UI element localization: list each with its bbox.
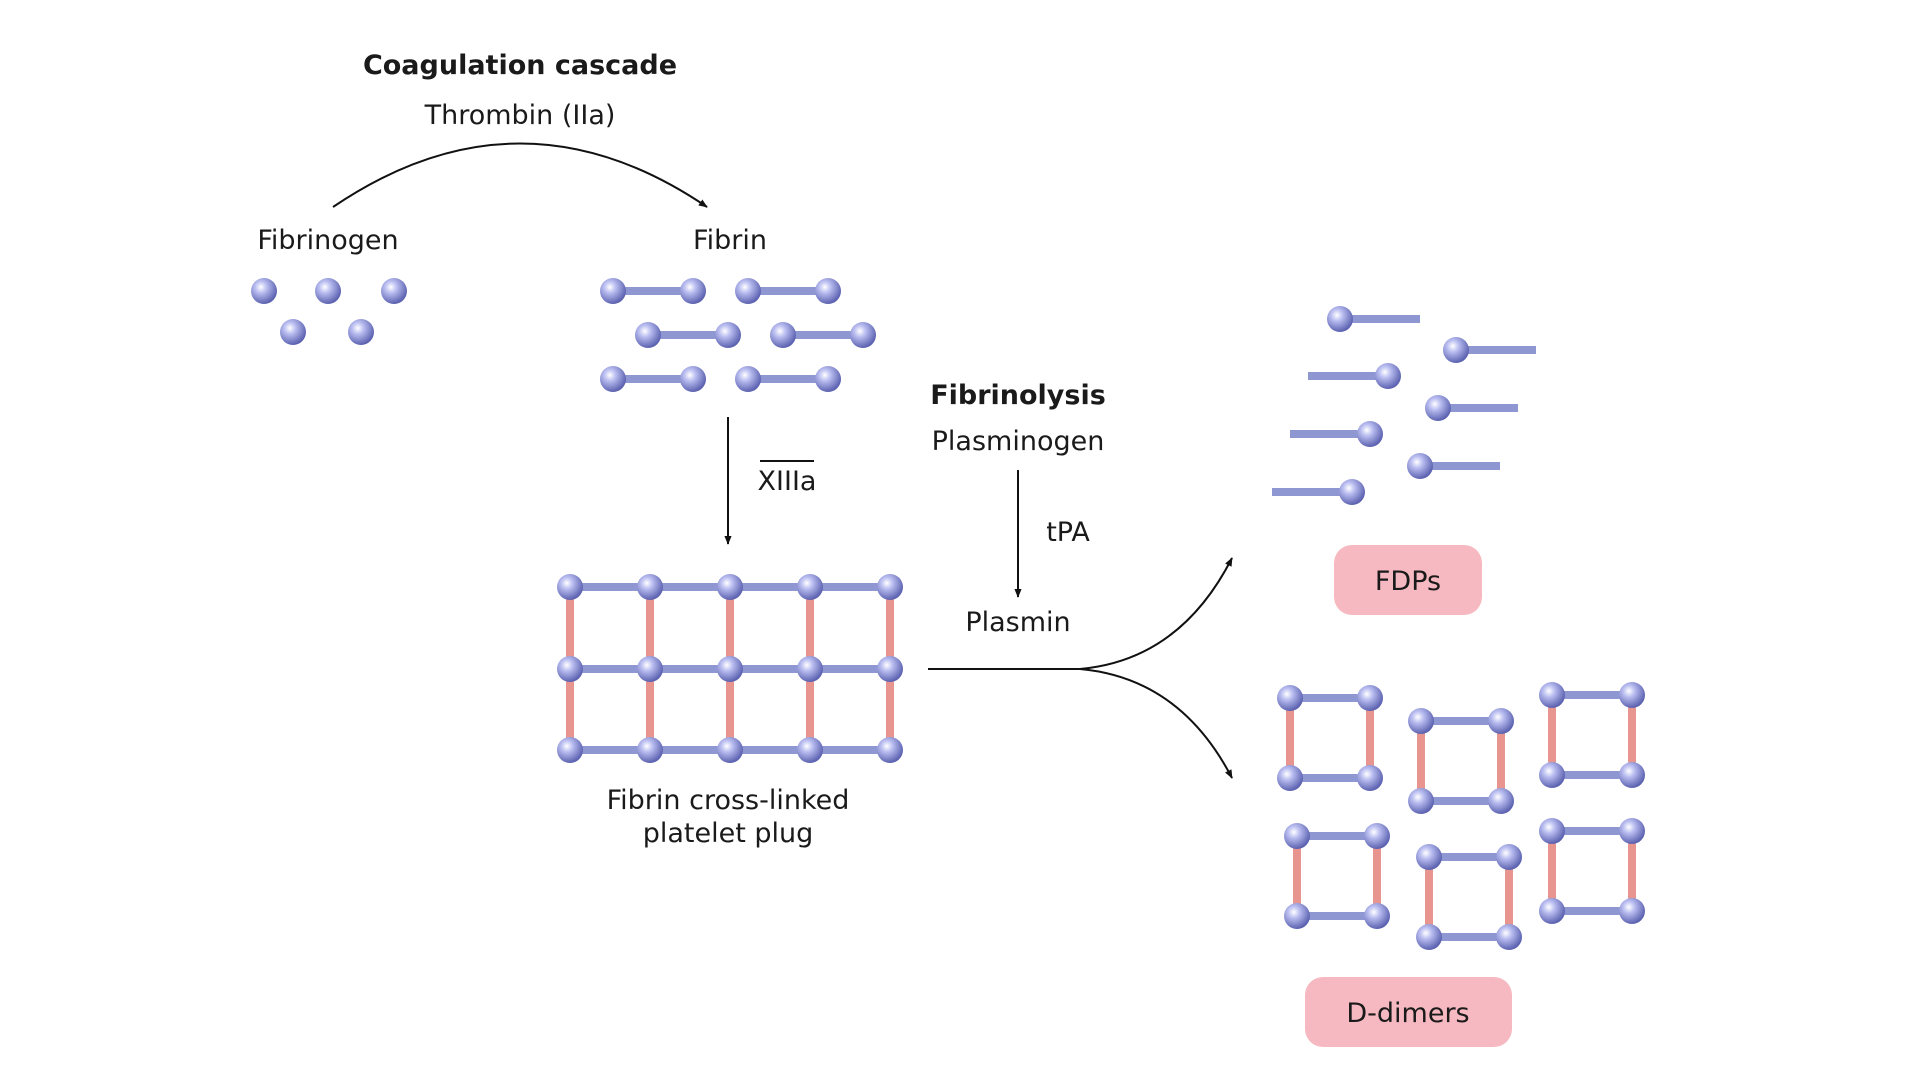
tpa-label: tPA	[1046, 517, 1090, 548]
mesh-node	[557, 737, 583, 763]
fdp-fragment	[1407, 453, 1500, 479]
fibrinogen-label: Fibrinogen	[257, 225, 398, 256]
d-dimer-node	[1277, 685, 1303, 711]
d-dimer-node	[1496, 844, 1522, 870]
mesh-node	[717, 656, 743, 682]
d-dimer	[1539, 682, 1645, 788]
d-dimer-fragments	[1277, 682, 1645, 950]
d-dimer	[1539, 818, 1645, 924]
fibrinogen-node	[381, 278, 407, 304]
fibrinogen-node	[315, 278, 341, 304]
d-dimer-node	[1619, 762, 1645, 788]
mesh-node	[877, 574, 903, 600]
d-dimer-badge	[1305, 977, 1512, 1047]
mesh-node	[797, 737, 823, 763]
d-dimer-node	[1416, 924, 1442, 950]
fibrin-molecules	[600, 278, 876, 392]
d-dimer-node	[1619, 818, 1645, 844]
fibrin-dumbbell	[735, 366, 841, 392]
fdp-fragment	[1327, 306, 1420, 332]
d-dimer-node	[1539, 898, 1565, 924]
mesh-node	[797, 574, 823, 600]
fdp-arrow	[1079, 557, 1233, 670]
fibrin-label: Fibrin	[693, 225, 767, 256]
factor-xiiia-label: XIIIa	[758, 466, 817, 497]
d-dimer-node	[1284, 903, 1310, 929]
mesh-node	[797, 656, 823, 682]
d-dimer	[1408, 708, 1514, 814]
d-dimer	[1416, 844, 1522, 950]
mesh-node	[637, 737, 663, 763]
mesh-node	[877, 656, 903, 682]
d-dimer-node	[1539, 682, 1565, 708]
d-dimer	[1277, 685, 1383, 791]
d-dimer-node	[1488, 788, 1514, 814]
fibrin-dumbbell	[735, 278, 841, 304]
fdp-label: FDPs	[1375, 566, 1441, 597]
fdp-fragment	[1290, 421, 1383, 447]
fdp-fragments	[1272, 306, 1536, 505]
mesh-node	[557, 574, 583, 600]
d-dimer-node	[1284, 823, 1310, 849]
d-dimer-node	[1357, 765, 1383, 791]
fibrinogen-node	[280, 319, 306, 345]
crosslinked-fibrin-mesh	[557, 574, 903, 763]
fibrinogen-molecules	[251, 278, 407, 345]
ddimer-arrow	[1079, 668, 1233, 779]
d-dimer-node	[1357, 685, 1383, 711]
fibrinogen-node	[348, 319, 374, 345]
fdp-fragment	[1425, 395, 1518, 421]
mesh-node	[877, 737, 903, 763]
mesh-node	[637, 574, 663, 600]
d-dimer-node	[1277, 765, 1303, 791]
fdp-fragment	[1272, 479, 1365, 505]
plasminogen-label: Plasminogen	[932, 426, 1105, 457]
d-dimer-label: D-dimers	[1346, 998, 1469, 1029]
d-dimer-node	[1496, 924, 1522, 950]
mesh-node	[557, 656, 583, 682]
d-dimer-node	[1488, 708, 1514, 734]
d-dimer-node	[1539, 762, 1565, 788]
fibrin-dumbbell	[635, 322, 741, 348]
d-dimer	[1284, 823, 1390, 929]
fibrinogen-node	[251, 278, 277, 304]
mesh-node	[637, 656, 663, 682]
d-dimer-node	[1364, 823, 1390, 849]
d-dimer-node	[1416, 844, 1442, 870]
d-dimer-node	[1539, 818, 1565, 844]
plug-label-line1: Fibrin cross-linked	[607, 785, 850, 816]
d-dimer-node	[1408, 788, 1434, 814]
plasmin-label: Plasmin	[965, 607, 1070, 638]
fibrinolysis-title: Fibrinolysis	[930, 380, 1106, 411]
fdp-fragment	[1308, 363, 1401, 389]
thrombin-label: Thrombin (IIa)	[424, 100, 616, 131]
d-dimer-node	[1619, 682, 1645, 708]
d-dimer-node	[1364, 903, 1390, 929]
thrombin-arrow	[332, 142, 708, 208]
mesh-node	[717, 574, 743, 600]
fibrin-dumbbell	[770, 322, 876, 348]
fibrin-dumbbell	[600, 278, 706, 304]
fibrin-dumbbell	[600, 366, 706, 392]
d-dimer-node	[1408, 708, 1434, 734]
plug-label-line2: platelet plug	[643, 818, 814, 849]
coagulation-title: Coagulation cascade	[363, 50, 677, 81]
d-dimer-node	[1619, 898, 1645, 924]
mesh-node	[717, 737, 743, 763]
fdp-badge	[1334, 545, 1482, 615]
fdp-fragment	[1443, 337, 1536, 363]
